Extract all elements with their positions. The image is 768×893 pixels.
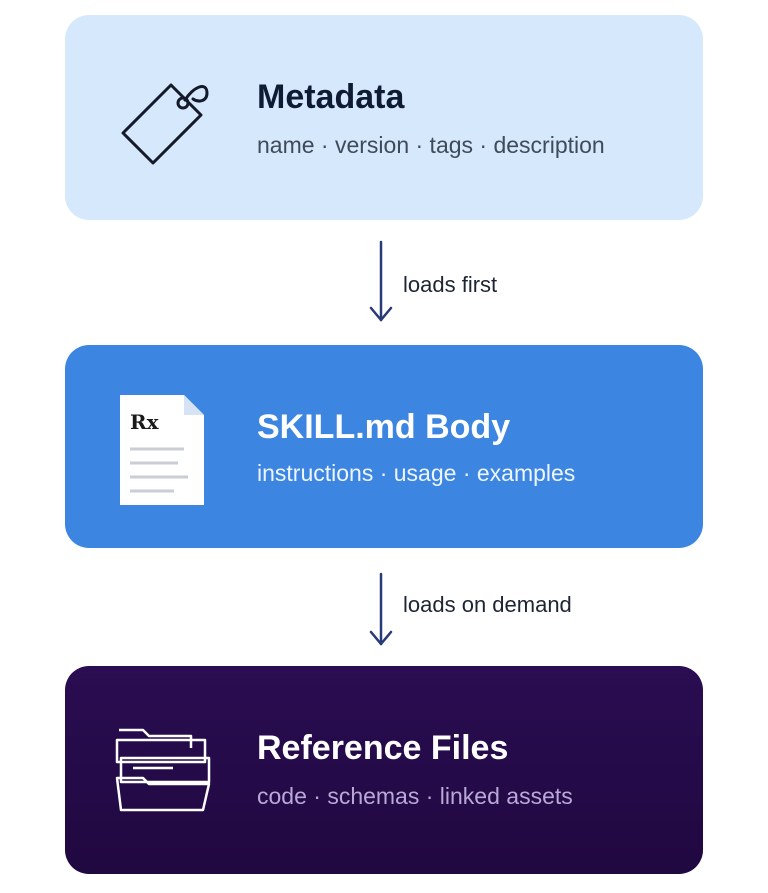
skill-body-subtitle: instructions · usage · examples [257,460,576,486]
connector-label-loads-first: loads first [403,272,498,297]
metadata-subtitle: name · version · tags · description [257,132,605,158]
metadata-title: Metadata [257,78,405,116]
reference-files-title: Reference Files [257,729,509,767]
connector-label-loads-on-demand: loads on demand [403,592,572,617]
tag-icon [115,73,215,178]
reference-files-card: Reference Files code · schemas · linked … [65,666,703,874]
skill-body-card: Rx SKILL.md Body instructions · usage · … [65,345,703,548]
folder-icon [113,724,217,821]
connector-arrow [366,572,396,648]
svg-text:Rx: Rx [130,410,160,434]
connector-arrow [366,240,396,324]
metadata-card: Metadata name · version · tags · descrip… [65,15,703,220]
skill-body-title: SKILL.md Body [257,408,511,446]
reference-files-subtitle: code · schemas · linked assets [257,783,573,809]
document-icon: Rx [118,393,206,512]
